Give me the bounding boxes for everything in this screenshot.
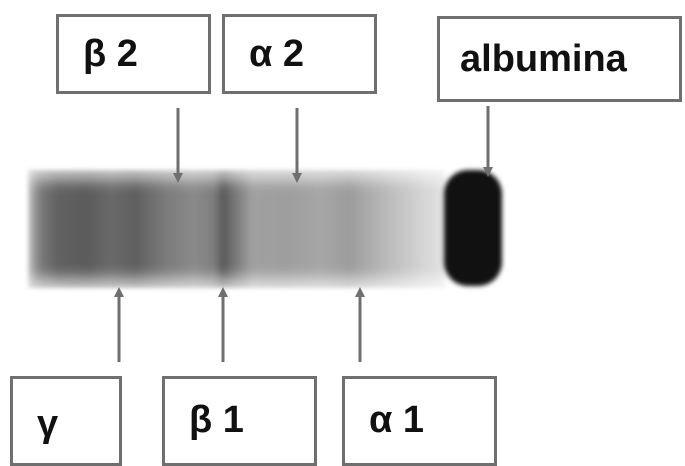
beta2-label-box: β 2: [56, 14, 211, 94]
alpha1-label-box: α 1: [342, 376, 497, 466]
beta2-label: β 2: [83, 32, 138, 75]
alpha2-label: α 2: [249, 32, 305, 75]
alpha2-label-box: α 2: [222, 14, 377, 94]
alpha1-label: α 1: [369, 399, 425, 441]
albumin-label: albumina: [460, 37, 627, 80]
albumin-band: [444, 170, 502, 286]
electrophoresis-gel-strip: [28, 170, 516, 288]
gamma-label: γ: [37, 403, 59, 445]
gamma-label-box: γ: [10, 376, 122, 466]
beta1-label: β 1: [189, 399, 244, 441]
beta1-label-box: β 1: [162, 376, 317, 466]
albumin-label-box: albumina: [437, 16, 682, 102]
gel-band-gradient: [28, 170, 516, 288]
